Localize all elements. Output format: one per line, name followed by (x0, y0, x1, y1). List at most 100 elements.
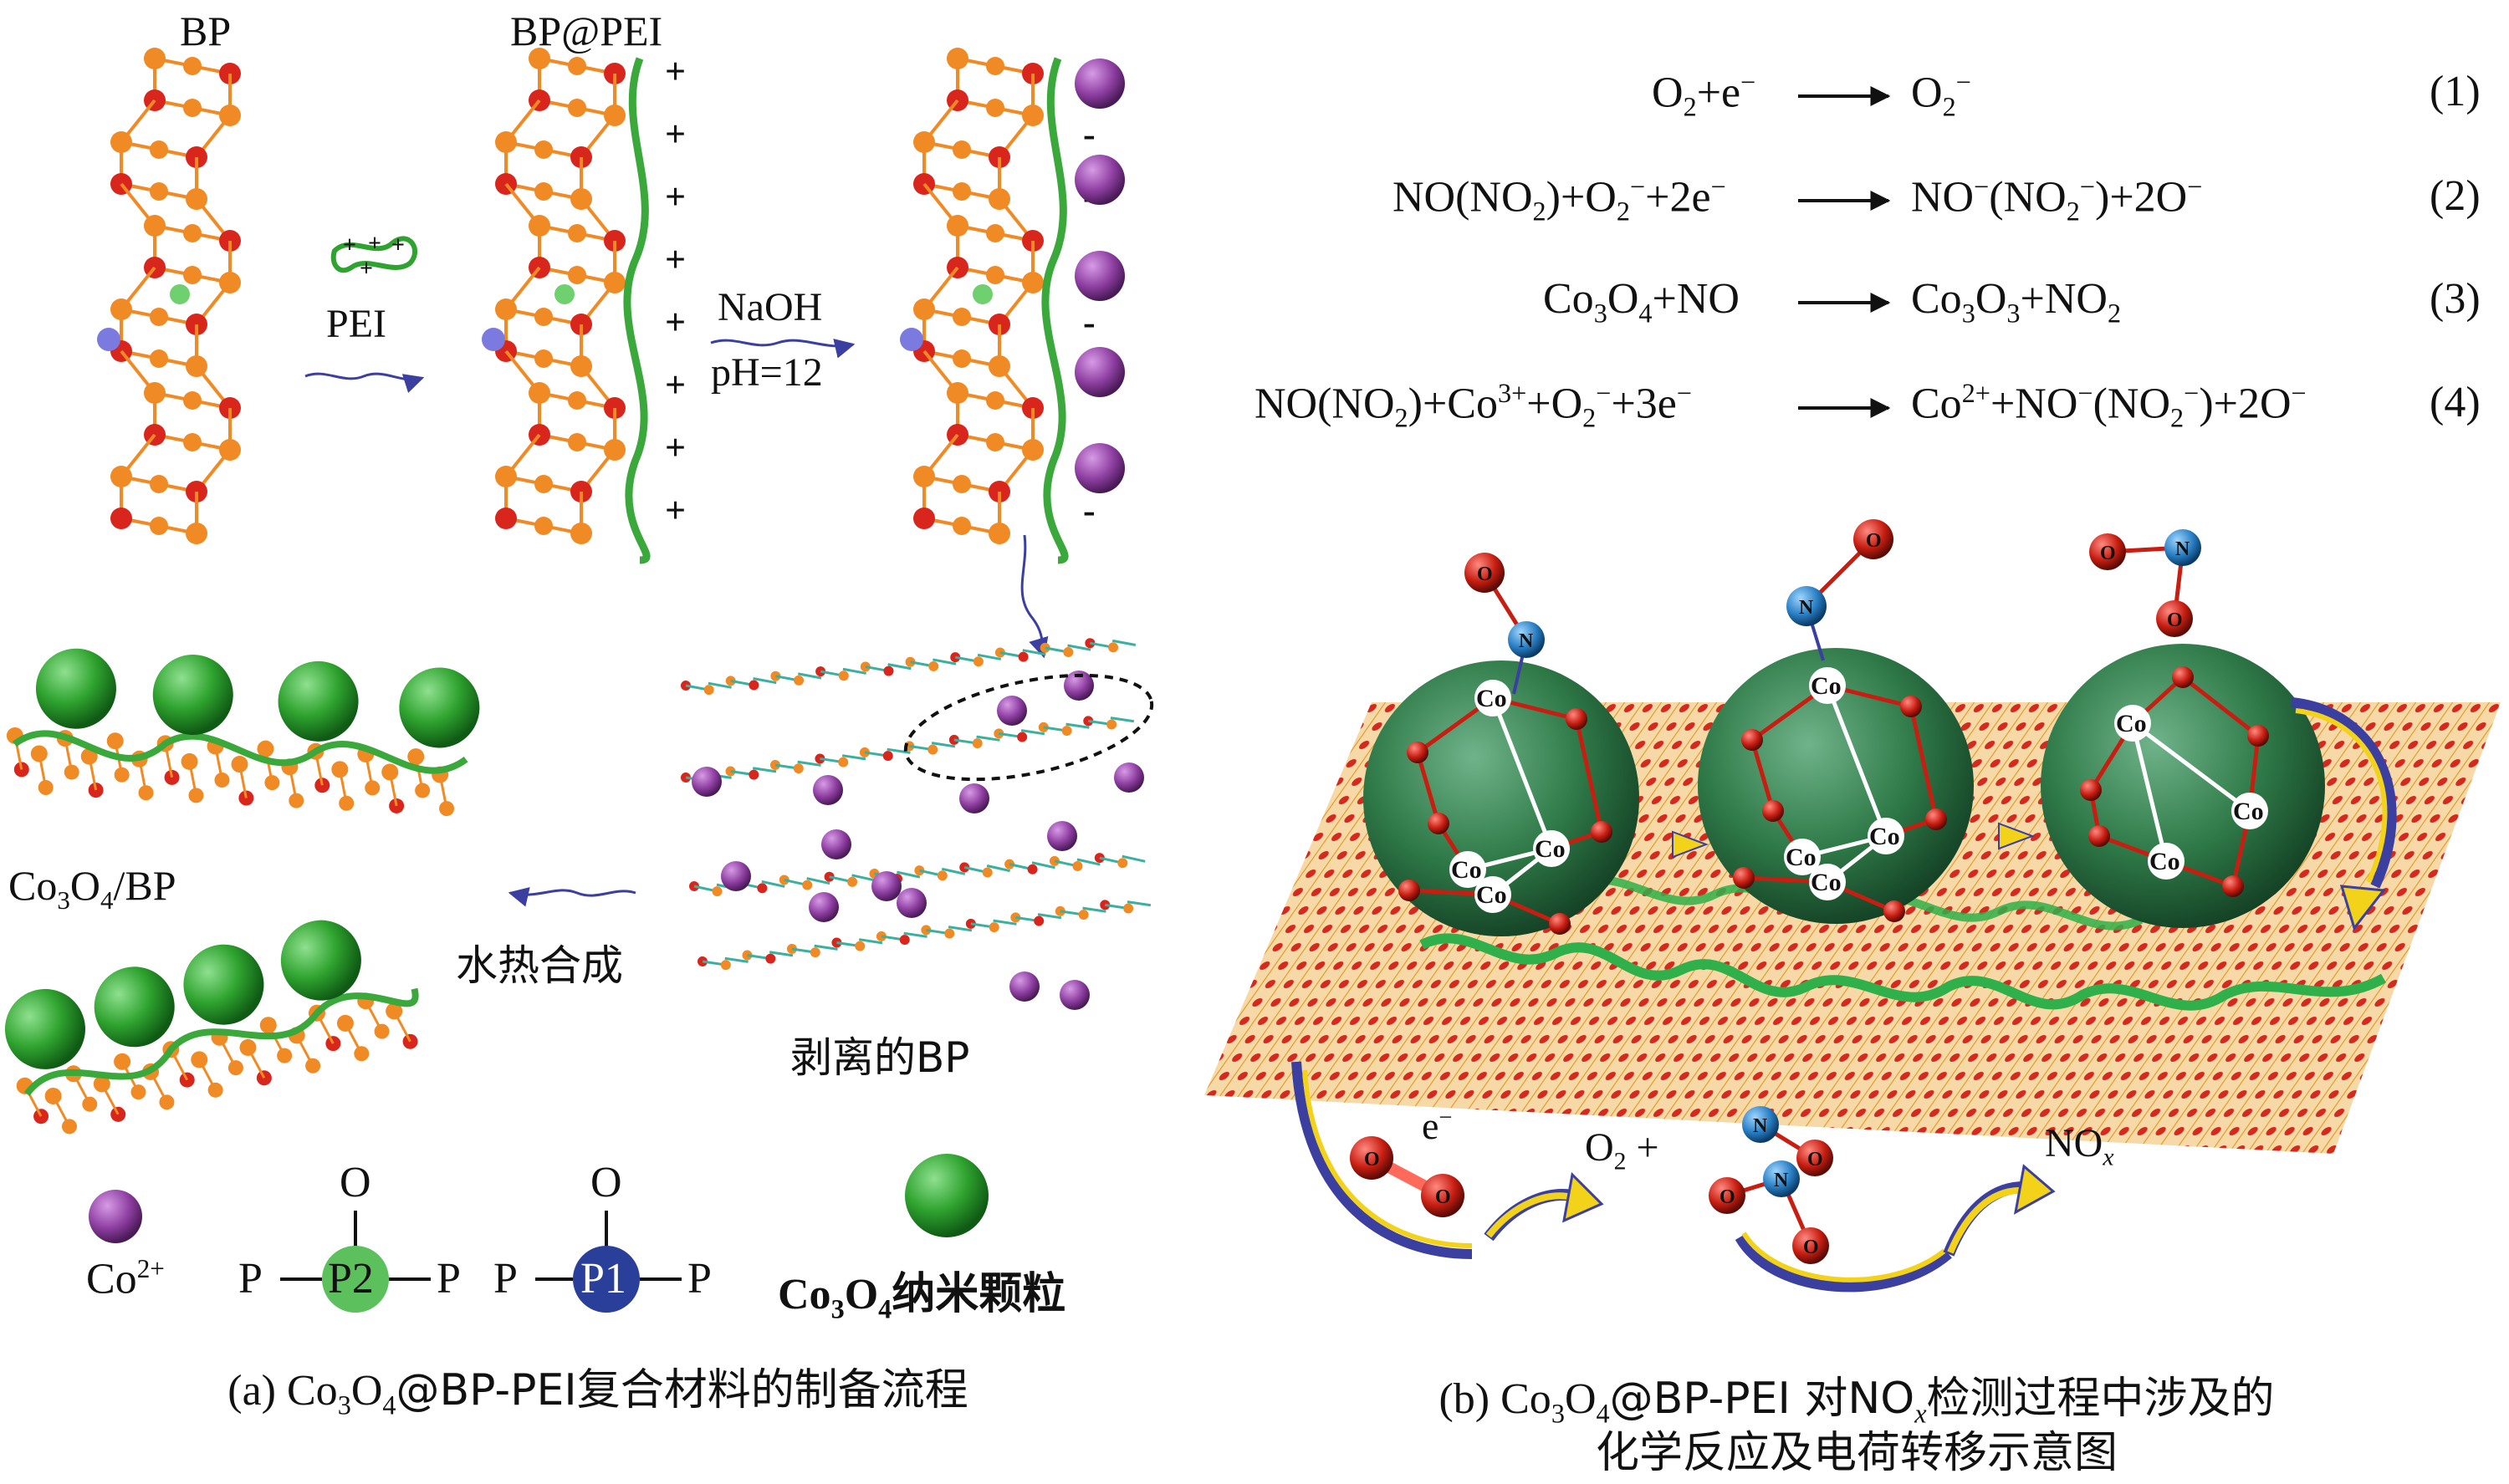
svg-text:Co: Co (1451, 856, 1482, 884)
svg-text:N: N (2175, 538, 2190, 560)
bp-naoh-chain: -------- (900, 48, 1125, 564)
svg-text:Co: Co (1535, 835, 1566, 863)
svg-text:Co: Co (1476, 881, 1507, 909)
bp-pei-label: BP@PEI (510, 8, 663, 54)
svg-text:Co: Co (1811, 672, 1842, 700)
arrow-naoh (710, 339, 856, 359)
svg-text:+: + (360, 256, 373, 282)
svg-text:O: O (1807, 1149, 1823, 1170)
dashed-highlight (903, 673, 1154, 782)
svg-text:+: + (665, 51, 686, 92)
svg-text:O: O (1435, 1186, 1451, 1208)
equation-3-right: Co3O3+NO2 (1911, 275, 2122, 329)
caption-a: (a) Co3O4@BP-PEI复合材料的制备流程 (227, 1365, 968, 1420)
arrow-hydrothermal (508, 887, 636, 907)
legend-p2-circle (322, 1246, 389, 1313)
legend-p1-right: P (687, 1255, 712, 1303)
svg-text:+: + (368, 231, 381, 257)
legend-p1-circle (573, 1246, 640, 1313)
equation-4-right: Co2++NO−(NO2−)+2O− (1911, 378, 2307, 433)
svg-text:Co: Co (2149, 848, 2180, 875)
legend-co3o4-sphere (905, 1154, 989, 1237)
arrow-down (1020, 534, 1049, 659)
svg-text:Co: Co (1869, 823, 1900, 850)
legend-p2-left: P (238, 1255, 263, 1303)
equation-1-number: (1) (2430, 68, 2481, 115)
legend-p2-o: O (340, 1159, 371, 1206)
svg-text:Co: Co (1476, 685, 1507, 712)
svg-text:O: O (1364, 1149, 1380, 1170)
svg-text:Co: Co (2233, 798, 2264, 825)
exfoliated-bp-label: 剥离的BP (790, 1033, 970, 1082)
exfoliated-bp (681, 638, 1152, 1010)
co3o4-sphere-3 (2041, 644, 2325, 928)
svg-text:O: O (1866, 530, 1882, 552)
svg-text:O: O (1803, 1237, 1819, 1258)
nox-label: NOx (2045, 1121, 2114, 1171)
equation-4-number: (4) (2430, 379, 2481, 426)
pei-molecule: + + + + (330, 231, 417, 282)
legend-co2-label: Co2+ (86, 1254, 165, 1303)
svg-text:+: + (665, 239, 686, 280)
pei-label: PEI (326, 302, 386, 346)
naoh-label: NaOH (718, 285, 823, 329)
svg-text:-: - (1083, 490, 1096, 531)
equation-3-left: Co3O4+NO (1543, 275, 1740, 329)
co3o4-bp-composite-bottom (4, 920, 419, 1135)
svg-text:+: + (665, 302, 686, 343)
svg-text:+: + (391, 232, 405, 258)
equation-2-right: NO−(NO2−)+2O− (1911, 171, 2203, 227)
equation-arrows (1798, 86, 1891, 418)
bp-chain (97, 48, 241, 544)
svg-text:N: N (1753, 1115, 1768, 1137)
charge-arrows (1291, 697, 2397, 1293)
legend-co3o4-label: Co3O4纳米颗粒 (778, 1269, 1066, 1324)
pei-tube (1419, 933, 2386, 1011)
equation-1-right: O2− (1911, 67, 1971, 122)
svg-text:-: - (1083, 302, 1096, 343)
svg-text:N: N (1774, 1170, 1789, 1191)
svg-text:O: O (2100, 543, 2116, 564)
equation-1-left: O2+e− (1652, 67, 1756, 122)
equation-2-left: NO(NO2)+O2−+2e− (1392, 171, 1726, 227)
svg-text:Co: Co (1786, 844, 1817, 871)
caption-b-line2: 化学反应及电荷转移示意图 (1595, 1428, 2118, 1478)
equation-3-number: (3) (2430, 275, 2481, 323)
no-molecules: O N O N O N O (1464, 519, 2201, 695)
svg-text:N: N (1799, 597, 1814, 619)
electron-label: e− (1422, 1104, 1453, 1147)
bp-pei-chain: + + + + + + + + (482, 48, 686, 564)
svg-text:Co: Co (1811, 869, 1842, 896)
co3o4-bp-label: Co3O4/BP (8, 862, 176, 915)
arrow-pei (304, 372, 425, 393)
co3o4-sphere-1 (1363, 660, 1639, 936)
svg-text:N: N (1519, 630, 1534, 652)
svg-text:+: + (665, 427, 686, 468)
o2-label: O2 + (1585, 1125, 1659, 1175)
legend-p1-left: P (493, 1255, 518, 1303)
svg-text:Co: Co (2116, 710, 2147, 737)
svg-text:+: + (665, 176, 686, 217)
svg-text:+: + (665, 365, 686, 405)
svg-text:O: O (2167, 609, 2183, 631)
legend-p2-right: P (437, 1255, 461, 1303)
svg-text:+: + (665, 114, 686, 155)
caption-b-line1: (b) Co3O4@BP-PEI 对NOx检测过程中涉及的 (1438, 1374, 2275, 1429)
equation-2-number: (2) (2430, 172, 2481, 220)
svg-text:+: + (665, 490, 686, 531)
svg-text:O: O (1477, 564, 1493, 585)
equation-4-left: NO(NO2)+Co3++O2−+3e− (1254, 378, 1693, 433)
svg-text:O: O (1720, 1186, 1735, 1208)
ph-label: pH=12 (711, 350, 823, 395)
legend-p2-atom: P2 (328, 1255, 374, 1303)
legend-co2-sphere (89, 1190, 142, 1243)
hydrothermal-label: 水热合成 (456, 941, 623, 990)
bp-label: BP (180, 8, 232, 54)
legend-p1-o: O (590, 1159, 622, 1206)
svg-text:+: + (343, 232, 356, 258)
co3o4-sphere-2 (1698, 648, 1974, 924)
